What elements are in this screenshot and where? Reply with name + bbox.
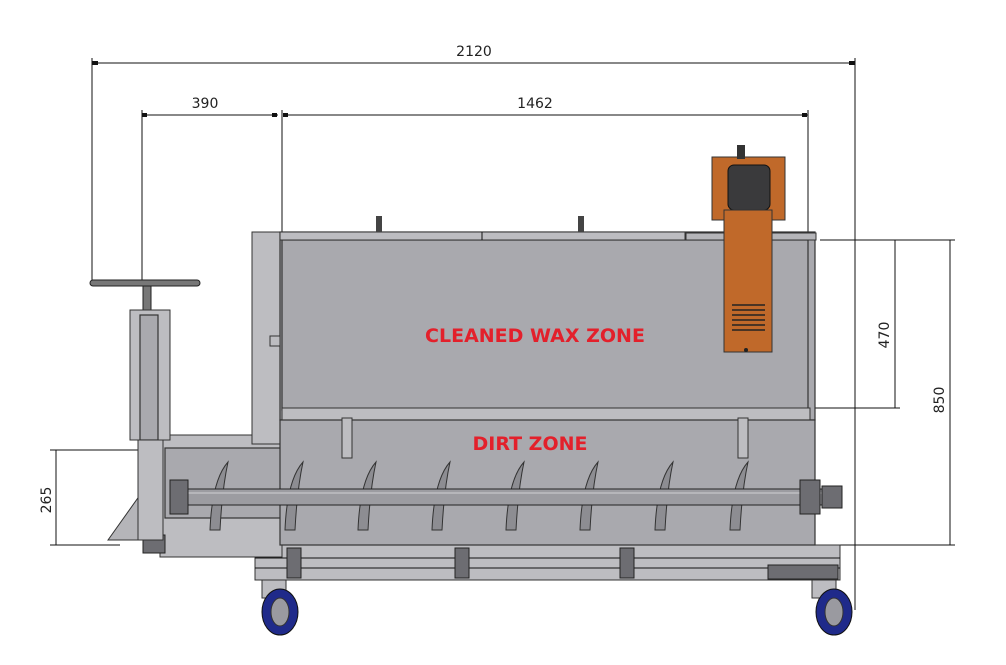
caster-wheel-right [811, 579, 853, 636]
dirt-zone-label: DIRT ZONE [472, 433, 587, 455]
handwheel[interactable] [89, 279, 201, 313]
dimension-handwheel-offset: 390 [141, 96, 278, 285]
dimension-tank-length: 1462 [281, 96, 809, 240]
dimension-label-1462: 1462 [517, 96, 553, 112]
dimension-label-390: 390 [192, 96, 219, 112]
dimension-label-2120: 2120 [456, 44, 492, 60]
auger-screw [169, 460, 843, 531]
dimension-wax-zone-height: 470 [810, 239, 955, 409]
dimension-overall-height: 850 [840, 240, 955, 546]
gate-column [129, 309, 171, 541]
drive-motor [685, 145, 817, 353]
dimension-auger-height: 265 [39, 449, 160, 546]
dimension-label-470: 470 [877, 322, 893, 349]
cleaned-wax-zone-label: CLEANED WAX ZONE [425, 325, 645, 347]
dimension-overall-length: 2120 [91, 44, 856, 610]
cart-frame [254, 544, 841, 581]
dimension-label-850: 850 [932, 387, 948, 414]
dirt-zone-trough: DIRT ZONE [279, 417, 816, 546]
caster-wheel-left [261, 579, 299, 636]
dimension-label-265: 265 [39, 487, 55, 514]
